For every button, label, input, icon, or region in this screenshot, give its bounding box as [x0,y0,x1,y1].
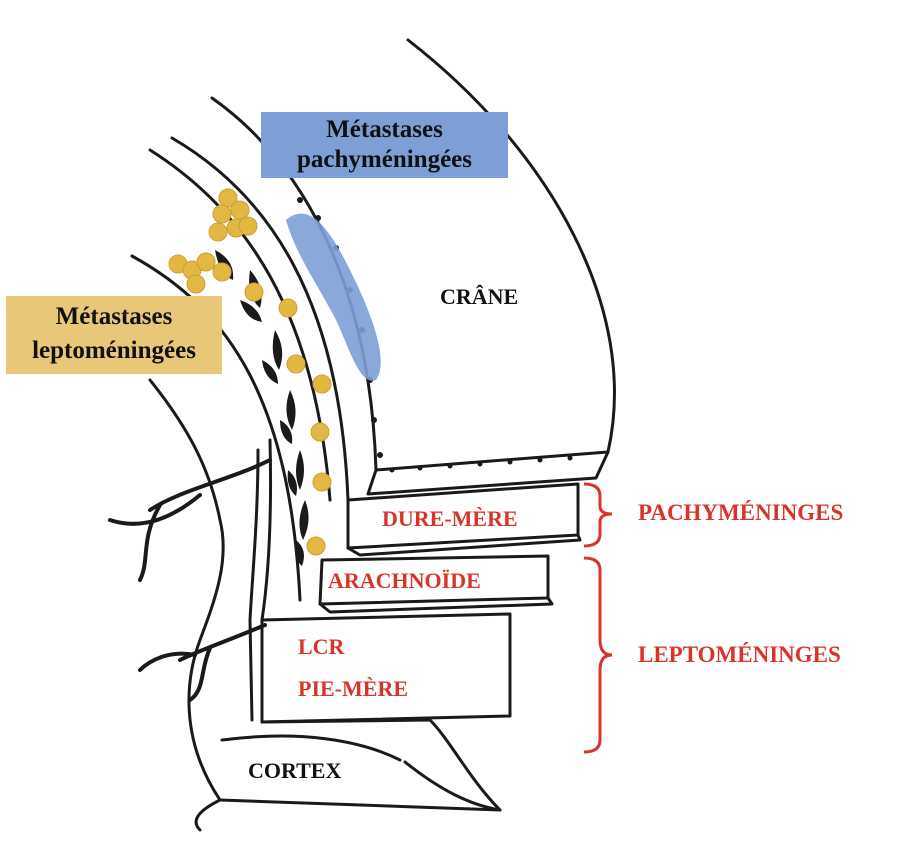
arachnoid-line [130,254,302,602]
lepto-bracket [583,556,613,754]
vessel-branches [108,458,272,702]
pachy-metastasis [286,213,381,381]
dura-outer-line [170,136,350,502]
pachy-label-box: Métastases pachyméningées [261,112,508,178]
lepto-metastases [168,188,332,556]
skull-outer-line [406,38,616,454]
arachnoide-label: ARACHNOÏDE [328,568,481,593]
dura-block-bottom [346,533,582,557]
cortex-label: CORTEX [248,758,342,783]
lepto-label-line2: leptoméningées [32,337,196,364]
cortex-outline [148,378,502,812]
pia-line [260,438,273,622]
pie-mere-label: PIE-MÈRE [298,676,408,701]
pachy-label-line2: pachyméningées [297,146,472,173]
pia-inner-line [248,448,260,722]
crane-label: CRÂNE [440,284,519,309]
lcr-label: LCR [298,634,345,659]
leptomeninges-label: LEPTOMÉNINGES [638,642,841,667]
skull-cut-top [366,450,610,496]
lepto-label-box: Métastases leptoméningées [6,296,222,374]
skull-diploe [297,197,573,473]
cortex-fold-3 [194,798,222,832]
pachymeninges-label: PACHYMÉNINGES [638,500,844,525]
lepto-label-line1: Métastases [55,303,173,330]
brackets [583,482,613,754]
pia-block [260,612,512,724]
cortex-fold-2 [403,760,502,812]
pachy-label-line1: Métastases [326,116,443,143]
pachy-bracket [583,482,613,548]
cortex-fold-1 [220,734,402,762]
arachnoid-block-bottom [318,596,554,614]
dure-mere-label: DURE-MÈRE [382,506,518,531]
